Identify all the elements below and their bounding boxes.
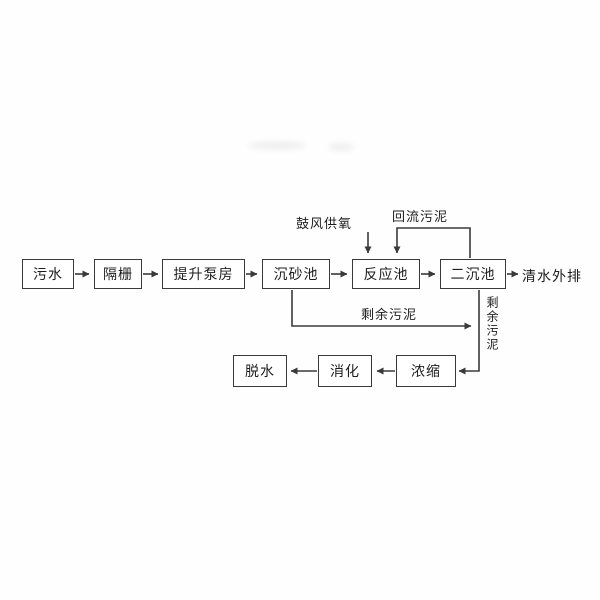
node-grit-chamber: 沉砂池 [262,259,330,289]
artifact-smudge [248,141,306,150]
label-excess-sludge-vertical: 剩余污泥 [485,296,499,352]
edge-return-sludge [393,227,471,258]
node-lift-pump-house: 提升泵房 [162,259,245,289]
node-sewage: 污水 [22,259,74,289]
node-secondary-clarifier: 二沉池 [440,259,506,289]
label-effluent-discharge: 清水外排 [522,269,582,285]
label-blower-oxygen: 鼓风供氧 [296,217,353,232]
artifact-smudge [328,143,354,151]
node-digestion: 消化 [318,355,372,387]
node-dewatering: 脱水 [233,355,287,387]
label-excess-sludge: 剩余污泥 [361,308,418,323]
edge-clarifier-to-thickening [458,290,480,375]
node-thickening: 浓缩 [396,355,456,387]
label-return-sludge: 回流污泥 [392,210,449,225]
node-bar-screen: 隔栅 [94,259,142,289]
node-reaction-tank: 反应池 [352,259,420,289]
edge-grit-excess-sludge [291,290,472,330]
